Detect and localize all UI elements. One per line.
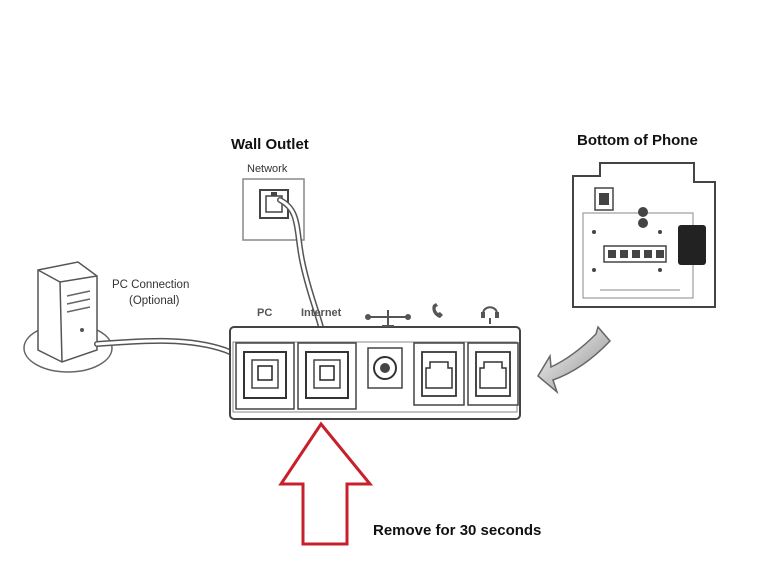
- power-plug-icon: [365, 310, 411, 327]
- bottom-of-phone-label: Bottom of Phone: [577, 132, 698, 149]
- port-internet-label: Internet: [301, 307, 342, 319]
- headset-port: [467, 342, 519, 406]
- red-up-arrow: [278, 421, 374, 546]
- remove-note-label: Remove for 30 seconds: [373, 522, 541, 539]
- handset-port: [413, 342, 465, 406]
- pc-port: [235, 342, 295, 410]
- internet-port: [297, 342, 357, 410]
- port-panel: [229, 326, 521, 420]
- headset-icon: [481, 306, 499, 324]
- wall-outlet-label: Wall Outlet: [231, 136, 309, 153]
- power-port: [367, 347, 403, 389]
- port-pc-label: PC: [257, 307, 272, 319]
- network-label: Network: [247, 163, 288, 175]
- handset-icon: [432, 303, 443, 318]
- computer-illustration: [23, 261, 113, 373]
- pc-connection-label: PC Connection: [112, 279, 189, 291]
- pc-connection-optional-label: (Optional): [129, 295, 180, 307]
- phone-bottom-illustration: [572, 162, 716, 308]
- gray-pointer-arrow: [537, 325, 612, 395]
